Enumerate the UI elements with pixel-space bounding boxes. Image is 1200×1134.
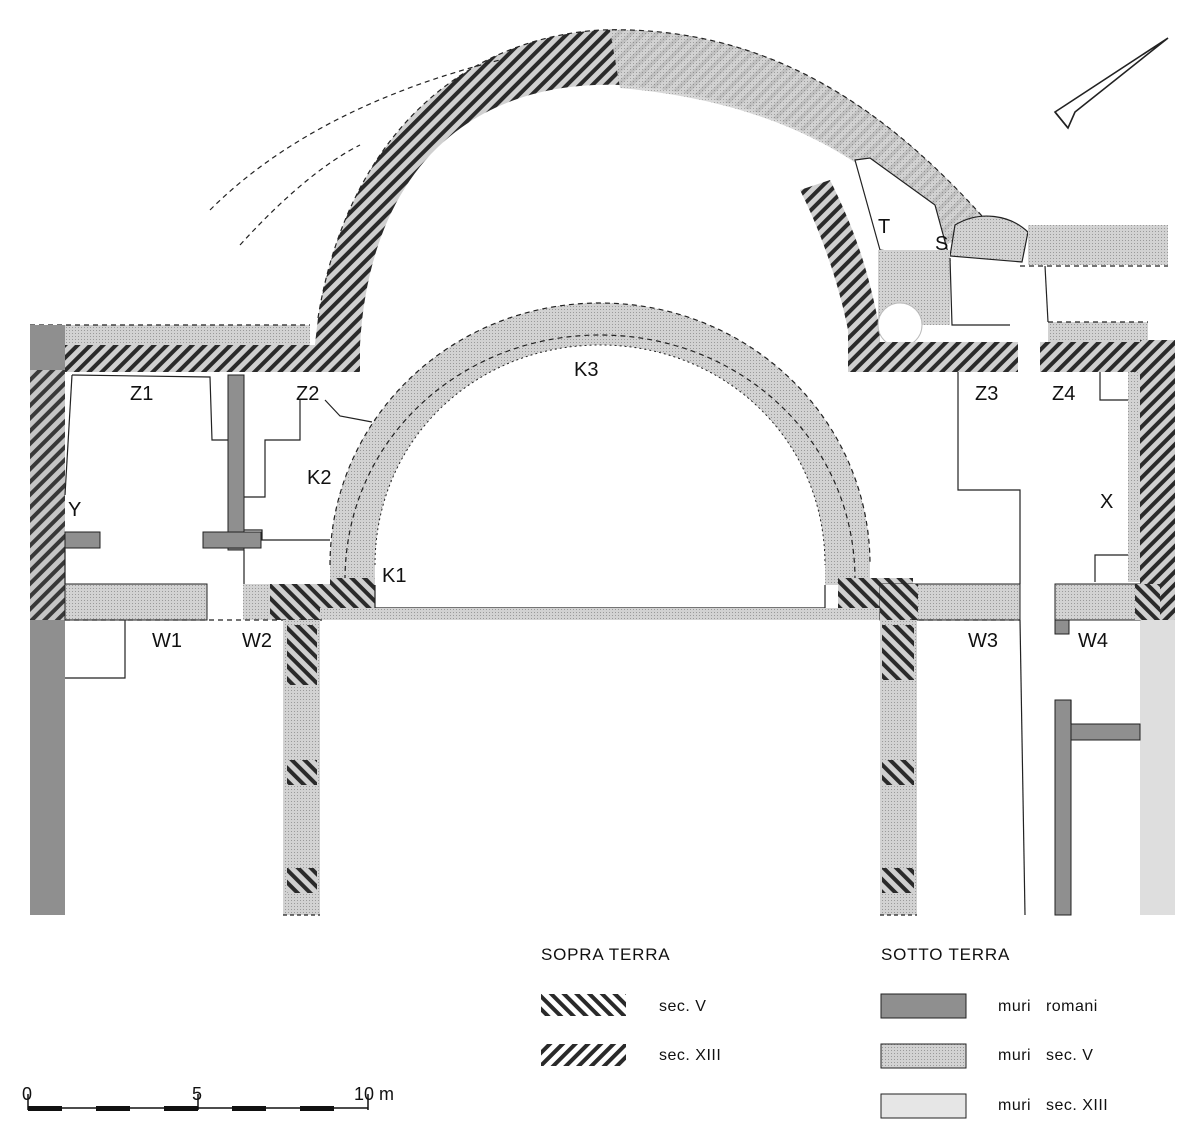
west-wall-hatched	[30, 370, 65, 620]
rooms-z3-z4	[957, 372, 1128, 916]
legend-swatch-sec-v-hatch	[541, 994, 626, 1016]
legend-swatch-muri-sec-xiii	[880, 1093, 967, 1119]
label-w2: W2	[242, 630, 272, 652]
legend-swatch-sec-xiii-hatch	[541, 1044, 626, 1066]
label-z2: Z2	[296, 383, 319, 405]
legend-swatch-muri-romani	[880, 993, 967, 1019]
scale-label-10m: 10 m	[354, 1084, 394, 1104]
legend-heading-sopra-terra: SOPRA TERRA	[541, 945, 670, 964]
y-pier-roman	[64, 531, 101, 549]
outer-apse-right-leg	[800, 180, 880, 372]
label-k2: K2	[307, 467, 331, 489]
label-w4: W4	[1078, 630, 1108, 652]
legend-swatch-muri-sec-v	[880, 1043, 967, 1069]
w4-hatch	[1135, 584, 1160, 620]
nave-right-hatch-3	[882, 868, 914, 893]
dashed-outer-arc-2	[239, 144, 361, 246]
legend-label-muri-sec-v: muri sec. V	[998, 1047, 1093, 1064]
north-wall-left-dotted	[30, 325, 310, 345]
north-wall	[30, 321, 1175, 372]
z1-foot-roman	[202, 531, 262, 549]
east-roman-wall-vertical	[1054, 699, 1072, 916]
east-wall	[1128, 340, 1175, 915]
legend-heading-sotto-terra: SOTTO TERRA	[881, 945, 1010, 964]
nave-right-hatch-1	[882, 625, 914, 680]
east-roman-wall-horizontal	[1070, 723, 1141, 741]
east-wall-dotted-upper	[1128, 372, 1140, 582]
nave-right-hatch-2	[882, 760, 914, 785]
label-y: Y	[68, 499, 81, 521]
ts-area	[854, 157, 1168, 348]
z1-partition-roman	[227, 374, 245, 551]
north-wall-left-hatched	[30, 345, 360, 372]
area-t	[854, 157, 951, 261]
label-z1: Z1	[130, 383, 153, 405]
central-nave-north	[320, 608, 880, 620]
north-wall-right-hatched-a	[848, 342, 1018, 372]
inner-apse-wall	[330, 303, 870, 585]
label-z4: Z4	[1052, 383, 1075, 405]
label-k3: K3	[574, 359, 598, 381]
label-w1: W1	[152, 630, 182, 652]
east-rooms	[1054, 699, 1141, 916]
label-k1: K1	[382, 565, 406, 587]
east-wall-light	[1140, 620, 1175, 915]
label-s: S	[935, 233, 948, 255]
legend-label-sec-v: sec. V	[659, 998, 706, 1015]
label-w3: W3	[968, 630, 998, 652]
nave-left-hatch-3	[287, 868, 317, 893]
inner-apse	[329, 302, 913, 618]
east-wall-hatched	[1140, 340, 1175, 620]
ts-round-pier	[877, 302, 923, 348]
w4-wall	[1054, 583, 1141, 621]
scale-bar: 0 5 10 m	[22, 1084, 394, 1111]
w4-roman-stub	[1054, 619, 1070, 635]
north-arrow-icon	[1053, 37, 1169, 130]
scale-label-0: 0	[22, 1084, 32, 1104]
room-z1	[64, 374, 262, 584]
nave-walls	[283, 620, 917, 916]
dashed-outer-arc-1	[209, 59, 501, 211]
w3-hatch	[880, 584, 918, 620]
nave-left-hatch-2	[287, 760, 317, 785]
label-z3: Z3	[975, 383, 998, 405]
legend-label-sec-xiii: sec. XIII	[659, 1047, 721, 1064]
label-x: X	[1100, 491, 1113, 513]
label-t: T	[878, 216, 890, 238]
area-s-wall	[949, 215, 1029, 263]
scale-label-5: 5	[192, 1084, 202, 1104]
north-wall-right-dotted	[1048, 322, 1148, 342]
west-wall	[30, 325, 65, 915]
w1-wall	[64, 583, 208, 621]
s-east-wall	[1028, 225, 1168, 265]
legend-label-muri-romani: muri romani	[998, 998, 1098, 1015]
legend: SOPRA TERRA sec. V sec. XIII SOTTO TERRA…	[541, 945, 1108, 1119]
nave-left-hatch-1	[287, 625, 317, 685]
w-band	[64, 583, 1160, 635]
legend-label-muri-sec-xiii: muri sec. XIII	[998, 1097, 1108, 1114]
